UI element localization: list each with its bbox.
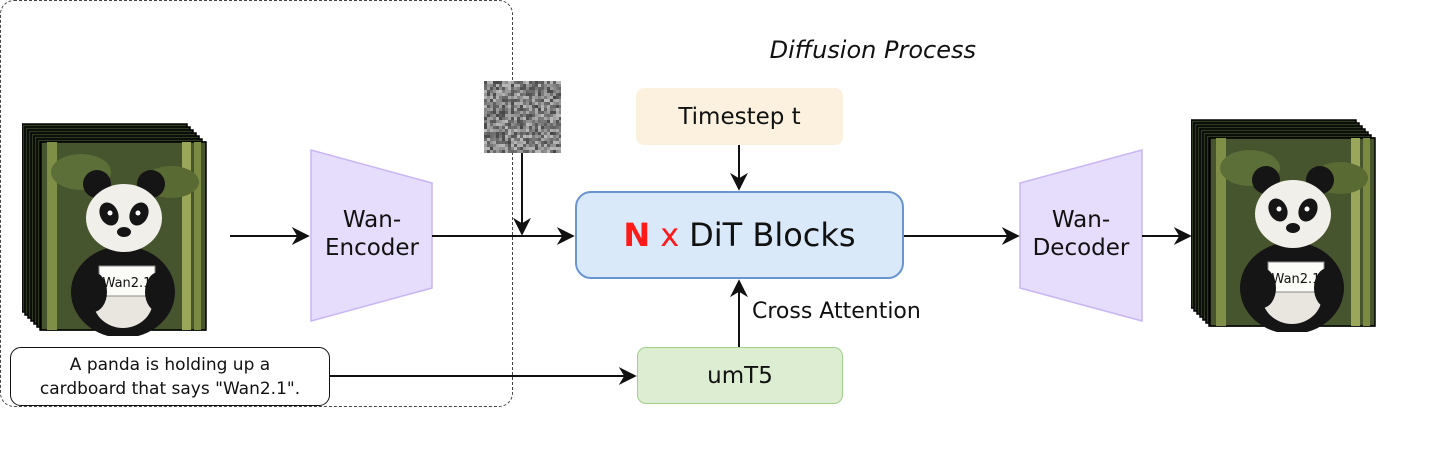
encoder-shape xyxy=(310,149,433,322)
encoder-label: Wan- Encoder xyxy=(318,206,426,262)
panda-sign-text: Wan2.1 xyxy=(1272,272,1321,287)
decoder-label-line1: Wan- xyxy=(1051,207,1111,233)
panda-frame: Wan2.1 xyxy=(40,141,207,336)
umt5-label: umT5 xyxy=(707,362,773,389)
noise-image xyxy=(484,81,561,153)
umt5-box: umT5 xyxy=(637,347,843,404)
dit-n-label: N xyxy=(623,216,651,254)
input-video-frames: Wan2.1 xyxy=(22,123,207,336)
decoder-label-line2: Decoder xyxy=(1032,235,1130,261)
output-video-frames: Wan2.1 xyxy=(1191,119,1376,332)
dit-blocks-label: DiT Blocks xyxy=(689,216,856,254)
prompt-line-2: cardboard that says "Wan2.1". xyxy=(39,378,301,399)
timestep-box: Timestep t xyxy=(636,88,843,145)
decoder-shape xyxy=(1019,149,1143,322)
encoder-label-line1: Wan- xyxy=(342,207,402,233)
diffusion-process-frame xyxy=(0,0,513,407)
diffusion-process-label: Diffusion Process xyxy=(769,36,976,64)
timestep-label: Timestep t xyxy=(678,103,801,130)
dit-blocks-box: N x DiT Blocks xyxy=(575,191,904,279)
panda-sign-text: Wan2.1 xyxy=(103,276,152,291)
encoder-label-line2: Encoder xyxy=(324,235,420,261)
panda-frame: Wan2.1 xyxy=(1209,137,1376,332)
dit-x-label: x xyxy=(660,216,680,254)
text-prompt-box: A panda is holding up a cardboard that s… xyxy=(10,347,330,406)
cross-attention-label: Cross Attention xyxy=(752,299,921,324)
decoder-label: Wan- Decoder xyxy=(1026,206,1136,262)
prompt-line-1: A panda is holding up a xyxy=(69,354,271,375)
